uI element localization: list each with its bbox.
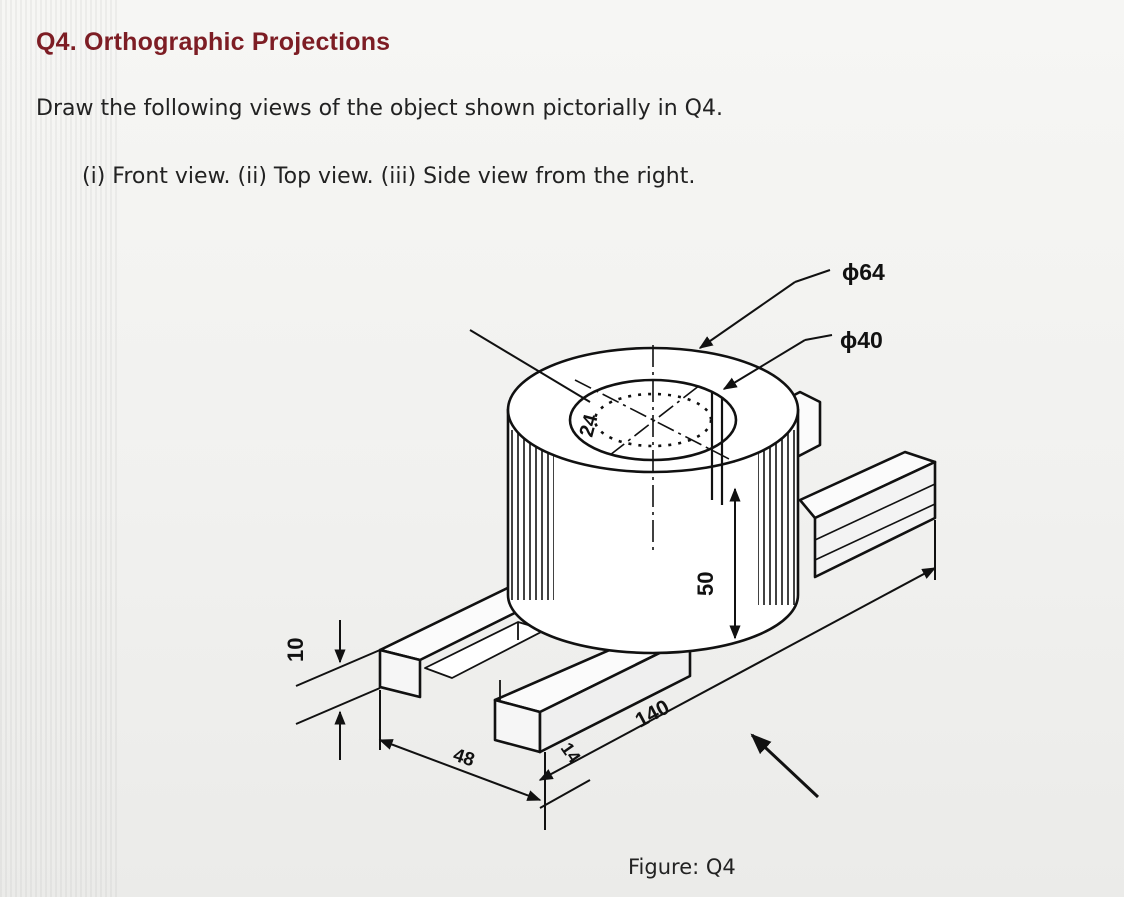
cylinder-height-label: 50 xyxy=(693,572,718,596)
question-instruction: Draw the following views of the object s… xyxy=(36,96,723,121)
required-views-list: (i) Front view. (ii) Top view. (iii) Sid… xyxy=(82,164,696,189)
inner-diameter-label: ϕ40 xyxy=(840,327,883,353)
rail-width-label: 14 xyxy=(557,739,585,767)
question-heading: Q4. Orthographic Projections xyxy=(36,28,391,56)
cylinder-boss xyxy=(506,345,800,655)
dimension-lines xyxy=(295,269,937,830)
base-thickness-label: 10 xyxy=(283,638,308,662)
figure-caption: Figure: Q4 xyxy=(628,855,736,879)
outer-diameter-label: ϕ64 xyxy=(842,259,885,285)
